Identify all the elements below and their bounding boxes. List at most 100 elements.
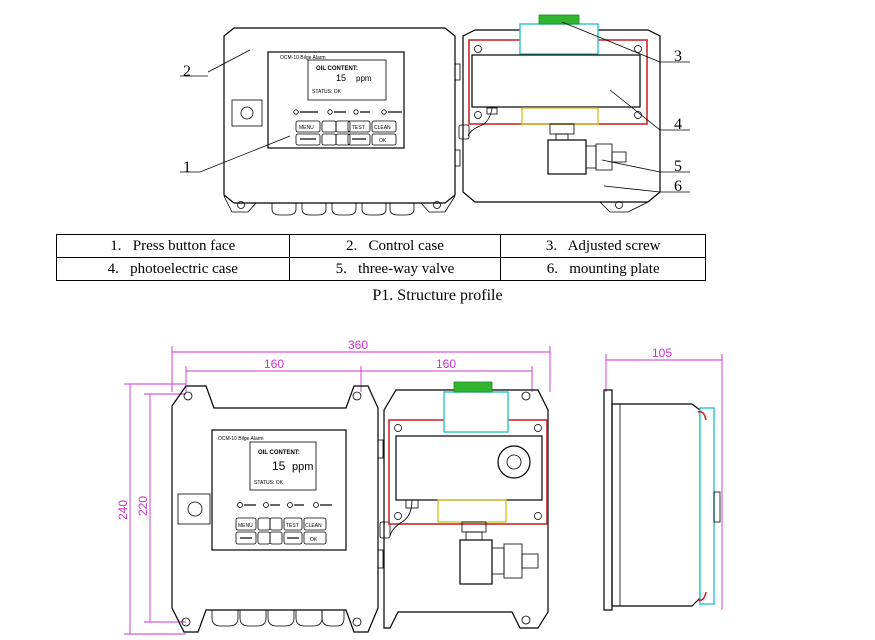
valve-stem — [549, 123, 575, 135]
lcd-value: 15 — [272, 459, 286, 473]
side-fitting — [454, 63, 461, 81]
lcd-heading: OIL CONTENT: — [316, 66, 358, 72]
cable-glands — [271, 203, 415, 216]
top-diagram: OCM-10 Bilge Alarm OIL CONTENT: 15 ppm S… — [180, 14, 690, 216]
test-key-label: TEST — [352, 125, 365, 131]
button-face-panel — [267, 51, 405, 149]
callout-3: 3 — [674, 48, 682, 65]
adjusted-screw-block — [443, 391, 509, 433]
bottom-diagram: 360 160 160 240 220 105 OCM-10 Bilge Ala… — [116, 338, 723, 635]
mount-ear — [420, 195, 456, 213]
clean-key-label: CLEAN — [305, 523, 322, 529]
dim-height-inner: 220 — [136, 496, 150, 516]
lcd-unit: ppm — [356, 74, 372, 83]
dim-left-width: 160 — [264, 357, 284, 371]
clean-key-label: CLEAN — [374, 125, 391, 131]
valve-connector — [521, 107, 599, 125]
hinge-screw — [187, 501, 203, 517]
photoelectric-case — [471, 54, 641, 108]
terminal-strip — [538, 14, 580, 25]
lcd-value: 15 — [336, 73, 346, 83]
sample-tube — [389, 499, 413, 537]
legend-cell: 1. Press button face — [56, 234, 290, 258]
lcd-brand: OCM-10 Bilge Alarm — [280, 55, 326, 61]
menu-key-label: MENU — [238, 523, 253, 529]
figure-caption: P1. Structure profile — [372, 287, 503, 304]
ok-key-label: OK — [379, 138, 387, 144]
legend-row: 1. Press button face 2. Control case 3. … — [56, 234, 706, 258]
legend-cell: 5. three-way valve — [288, 257, 502, 281]
legend-cell: 2. Control case — [288, 234, 502, 258]
parts-legend-table: 1. Press button face 2. Control case 3. … — [56, 234, 706, 281]
indicator-leds — [293, 109, 402, 115]
callout-2: 2 — [183, 63, 191, 80]
lcd-status: STATUS: OK — [312, 89, 342, 95]
mount-hole — [237, 201, 245, 209]
mount-ear — [223, 195, 257, 213]
side-hinge — [713, 491, 721, 523]
clean-key — [371, 120, 397, 133]
mount-ear — [599, 201, 649, 213]
test-key — [347, 120, 371, 133]
mount-hole — [433, 201, 441, 209]
callout-6: 6 — [674, 178, 682, 195]
side-mount-plate — [603, 389, 613, 611]
ok-key — [371, 133, 397, 146]
keypad: MENU TEST CLEAN OK — [235, 517, 327, 545]
legend-cell: 6. mounting plate — [500, 257, 706, 281]
hinge-plate — [177, 493, 211, 525]
side-seal — [697, 410, 707, 602]
three-way-valve-body — [459, 539, 493, 585]
mounting-plate-outline — [462, 29, 661, 203]
menu-key — [235, 517, 257, 531]
menu-key-label: MENU — [299, 125, 314, 131]
lcd-status: STATUS: OK — [254, 480, 284, 486]
dim-right-width: 160 — [436, 357, 456, 371]
cable-glands — [211, 610, 345, 627]
hinge-screw — [240, 106, 254, 120]
legend-cell: 3. Adjusted screw — [500, 234, 706, 258]
mounting-plate-front — [383, 389, 549, 629]
three-way-valve-body — [547, 139, 587, 175]
button-face-panel — [211, 429, 347, 551]
legend-row: 4. photoelectric case 5. three-way valve… — [56, 257, 706, 281]
dim-height-outer: 240 — [116, 500, 130, 520]
photoelectric-case — [395, 435, 543, 501]
menu-key — [295, 120, 321, 133]
cable-gland-side — [458, 124, 470, 140]
lcd-window — [249, 441, 317, 491]
terminal-strip — [453, 381, 493, 393]
clean-key — [303, 517, 327, 531]
dim-side-depth: 105 — [652, 346, 672, 360]
control-case-front — [171, 385, 379, 633]
sensor-knob — [497, 445, 531, 479]
dimension-lines — [124, 346, 723, 635]
test-key — [283, 517, 303, 531]
indicator-leds — [237, 502, 332, 508]
lcd-heading: OIL CONTENT: — [258, 450, 300, 456]
callout-1: 1 — [183, 159, 191, 176]
ok-key — [303, 531, 327, 545]
keypad: MENU TEST CLEAN OK — [295, 120, 397, 146]
valve-connector — [437, 499, 507, 523]
side-case-body — [611, 403, 701, 607]
callout-4: 4 — [674, 116, 682, 133]
side-cover — [699, 407, 715, 605]
callout-leaders — [180, 21, 690, 193]
mount-hole — [615, 201, 623, 209]
side-fitting — [454, 149, 461, 167]
ok-key-label: OK — [310, 537, 318, 543]
adjusted-screw-block — [519, 23, 599, 55]
dim-overall-width: 360 — [348, 338, 368, 352]
hinge-plate — [231, 99, 263, 127]
legend-cell: 4. photoelectric case — [56, 257, 290, 281]
lcd-window — [307, 59, 387, 101]
sample-tube — [467, 107, 493, 137]
lcd-brand: OCM-10 Bilge Alarm — [218, 436, 264, 442]
control-case-outline — [223, 27, 456, 204]
test-key-label: TEST — [286, 523, 299, 529]
lcd-unit: ppm — [292, 461, 313, 473]
callout-5: 5 — [674, 158, 682, 175]
side-view — [603, 389, 721, 611]
